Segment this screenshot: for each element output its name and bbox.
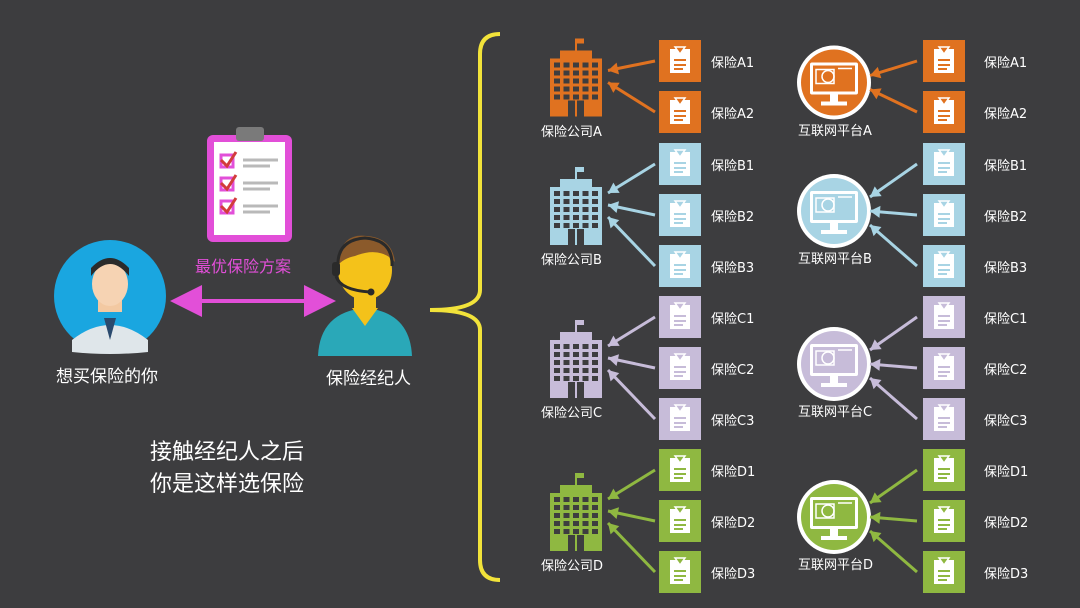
insurance-item-label: 保险A1	[711, 52, 754, 71]
document-card-icon	[659, 40, 701, 82]
feed-arrow	[870, 88, 917, 112]
insurance-item-label: 保险C1	[984, 308, 1027, 327]
feed-arrow	[608, 217, 655, 266]
document-card-icon	[923, 449, 965, 491]
caption-line-1: 接触经纪人之后	[150, 438, 304, 468]
feed-arrow	[608, 507, 655, 521]
feed-arrow	[870, 359, 917, 371]
document-card-icon	[659, 347, 701, 389]
feed-arrow	[870, 512, 917, 524]
insurance-item-label: 保险D1	[984, 461, 1028, 480]
monitor-icon	[797, 480, 871, 554]
document-card-icon	[923, 296, 965, 338]
building-icon	[550, 167, 602, 245]
feed-arrow	[608, 164, 655, 193]
feed-arrow	[870, 378, 917, 419]
company-label: 保险公司B	[541, 249, 602, 268]
feed-arrow	[608, 201, 655, 215]
feed-arrow	[608, 470, 655, 499]
person-avatar-icon	[54, 240, 166, 354]
document-card-icon	[923, 500, 965, 542]
caption-line-2: 你是这样选保险	[150, 470, 304, 500]
insurance-group	[550, 39, 965, 134]
document-card-icon	[659, 194, 701, 236]
platform-label: 互联网平台A	[798, 120, 872, 139]
insurance-item-label: 保险B3	[711, 257, 754, 276]
customer-label: 想买保险的你	[56, 362, 158, 387]
monitor-icon	[797, 46, 871, 120]
insurance-item-label: 保险C2	[984, 359, 1027, 378]
feed-arrow	[870, 225, 917, 266]
insurance-item-label: 保险D2	[711, 512, 755, 531]
feed-arrow	[608, 523, 655, 572]
document-card-icon	[923, 40, 965, 82]
feed-arrow	[870, 206, 917, 218]
insurance-group	[550, 449, 965, 593]
insurance-item-label: 保险B2	[711, 206, 754, 225]
company-label: 保险公司D	[541, 555, 603, 574]
insurance-item-label: 保险D3	[711, 563, 755, 582]
document-card-icon	[659, 398, 701, 440]
platform-label: 互联网平台C	[798, 401, 872, 420]
feed-arrow	[870, 164, 917, 197]
insurance-item-label: 保险A1	[984, 52, 1027, 71]
document-card-icon	[923, 398, 965, 440]
insurance-group	[550, 296, 965, 440]
insurance-item-label: 保险B3	[984, 257, 1027, 276]
document-card-icon	[923, 194, 965, 236]
insurance-group	[550, 143, 965, 287]
feed-arrow	[608, 370, 655, 419]
feed-arrow	[870, 531, 917, 572]
feed-arrow	[870, 317, 917, 350]
insurance-item-label: 保险B1	[711, 155, 754, 174]
company-label: 保险公司C	[541, 402, 602, 421]
document-card-icon	[659, 296, 701, 338]
insurance-item-label: 保险D1	[711, 461, 755, 480]
feed-arrow	[608, 61, 655, 74]
monitor-icon	[797, 327, 871, 401]
document-card-icon	[659, 91, 701, 133]
insurance-item-label: 保险C3	[984, 410, 1027, 429]
document-card-icon	[659, 449, 701, 491]
building-icon	[550, 473, 602, 551]
insurance-item-label: 保险D3	[984, 563, 1028, 582]
insurance-item-label: 保险A2	[711, 103, 754, 122]
plan-label: 最优保险方案	[195, 253, 291, 277]
feed-arrow	[870, 470, 917, 503]
bracket-brace	[430, 34, 500, 580]
monitor-icon	[797, 174, 871, 248]
insurance-item-label: 保险C3	[711, 410, 754, 429]
document-card-icon	[923, 143, 965, 185]
broker-headset-icon	[318, 236, 412, 356]
insurance-item-label: 保险D2	[984, 512, 1028, 531]
document-card-icon	[923, 91, 965, 133]
insurance-item-label: 保险C1	[711, 308, 754, 327]
insurance-item-label: 保险A2	[984, 103, 1027, 122]
platform-label: 互联网平台D	[798, 554, 873, 573]
insurance-item-label: 保险B1	[984, 155, 1027, 174]
document-card-icon	[659, 143, 701, 185]
document-card-icon	[659, 245, 701, 287]
feed-arrow	[608, 317, 655, 346]
document-card-icon	[659, 500, 701, 542]
building-icon	[550, 39, 602, 117]
document-card-icon	[923, 347, 965, 389]
document-card-icon	[923, 245, 965, 287]
document-card-icon	[659, 551, 701, 593]
document-card-icon	[923, 551, 965, 593]
feed-arrow	[870, 61, 917, 78]
insurance-item-label: 保险C2	[711, 359, 754, 378]
building-icon	[550, 320, 602, 398]
feed-arrow	[608, 83, 655, 113]
insurance-item-label: 保险B2	[984, 206, 1027, 225]
company-label: 保险公司A	[541, 121, 602, 140]
checklist-clipboard-icon	[207, 127, 292, 242]
feed-arrow	[608, 354, 655, 368]
platform-label: 互联网平台B	[798, 248, 872, 267]
broker-label: 保险经纪人	[326, 364, 411, 389]
